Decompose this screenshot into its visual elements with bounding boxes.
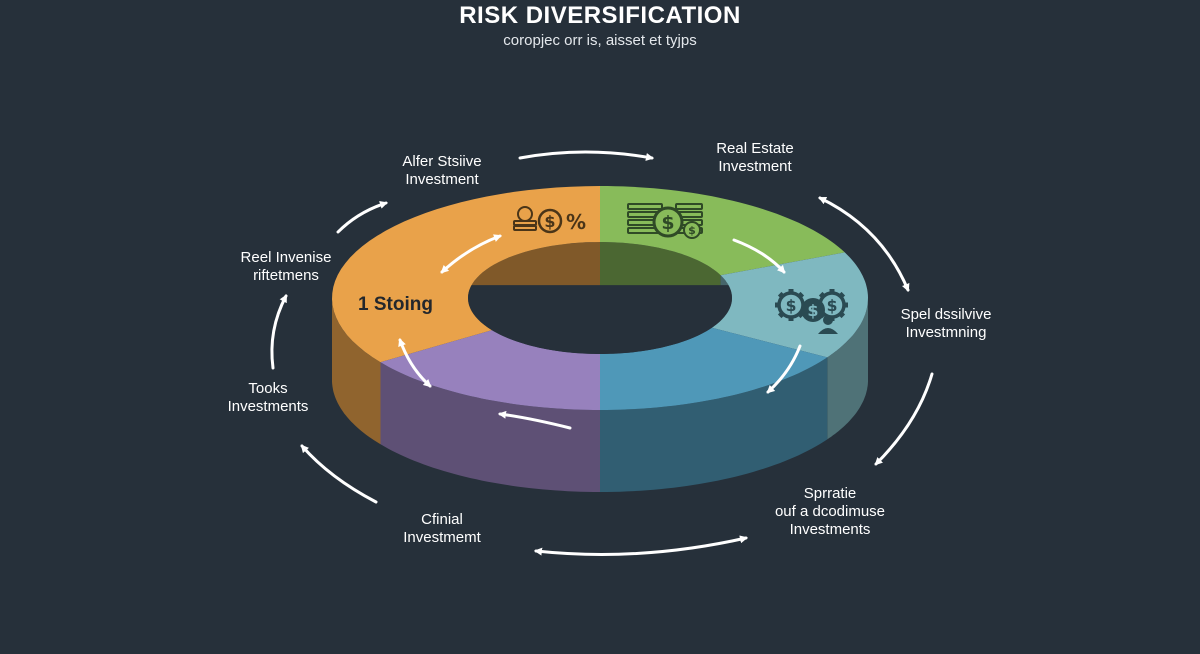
svg-text:$: $ [807, 301, 818, 320]
segment-teal-side-wall [827, 298, 868, 440]
coin-dollar-icon [801, 298, 825, 322]
label-real-estate-line1: Real Estate [716, 140, 794, 157]
dollar-symbol: $ [661, 212, 674, 234]
label-sprratie-line3: Investments [789, 521, 871, 538]
coins-percent-icon: $% [513, 206, 586, 234]
cash-icon: $$ [627, 203, 703, 239]
label-spel-line1: Spel dssilvive [900, 306, 992, 323]
gears-person-icon: $ $ $ [775, 289, 848, 334]
arrow-right-upper [818, 196, 910, 292]
arrow-top-left [336, 201, 388, 234]
label-cfinial-line1: Cfinial [421, 511, 463, 528]
label-reel-line2: riftetmens [253, 267, 319, 284]
arrow-right-lower [874, 372, 934, 466]
label-spel-line2: Investmning [905, 324, 987, 341]
donut-ring [332, 186, 868, 492]
dollar-symbol: $ [544, 212, 555, 231]
label-alfer-investment: Alfer Stsiive Investment [372, 153, 512, 189]
label-tooks-line1: Tooks [248, 380, 288, 397]
label-tooks-investments: Tooks Investments [208, 380, 328, 416]
segment-icons: $%$$$$$ [513, 203, 848, 334]
label-sprratie-line1: Sprratie [803, 485, 857, 502]
segment-purple-side-wall [380, 362, 600, 492]
page-title: RISK DIVERSIFICATION [459, 2, 741, 29]
person-icon [823, 315, 833, 325]
arrow-inner-teal [766, 344, 802, 394]
label-reel-line1: Reel Invenise [240, 249, 332, 266]
arrow-inner-orange-top [440, 234, 502, 274]
cycle-arrows [270, 150, 934, 556]
label-reel-invenise: Reel Invenise riftetmens [214, 249, 358, 285]
arrow-top [518, 150, 654, 161]
segment-orange-side-wall [332, 298, 381, 445]
segment-blue-top [600, 327, 828, 410]
label-cfinial-line2: Investmemt [403, 529, 481, 546]
label-spel-investmning: Spel dssilvive Investmning [878, 306, 1014, 342]
label-cfinial-investment: Cfinial Investmemt [380, 511, 504, 547]
label-tooks-line2: Investments [227, 398, 309, 415]
dollar-symbol: $ [786, 297, 797, 315]
label-real-estate-line2: Investment [718, 158, 792, 175]
dollar-symbol: $ [827, 297, 838, 315]
segment-label-orange: 1 Stoing [358, 294, 433, 315]
arrow-inner-purple [498, 410, 572, 430]
label-alfer-line1: Alfer Stsiive [402, 153, 482, 170]
arrow-bottom [534, 535, 748, 556]
percent-symbol: % [566, 210, 586, 234]
dollar-symbol: $ [688, 224, 696, 237]
page-subtitle: coropjec orr is, aisset et tyjps [503, 32, 697, 49]
arrow-inner-orange-left [398, 338, 432, 388]
label-sprratie-investments: Sprratie ouf a dcodimuse Investments [752, 485, 908, 539]
label-alfer-line2: Investment [405, 171, 479, 188]
donut-hole [468, 285, 732, 354]
label-real-estate-investment: Real Estate Investment [685, 140, 825, 176]
segment-purple-top [380, 330, 600, 410]
arrow-left [270, 294, 288, 370]
label-sprratie-line2: ouf a dcodimuse [774, 503, 886, 520]
gear-icon: $ [775, 289, 807, 321]
arrow-lower-left [300, 444, 378, 504]
arrow-inner-green [732, 238, 786, 274]
